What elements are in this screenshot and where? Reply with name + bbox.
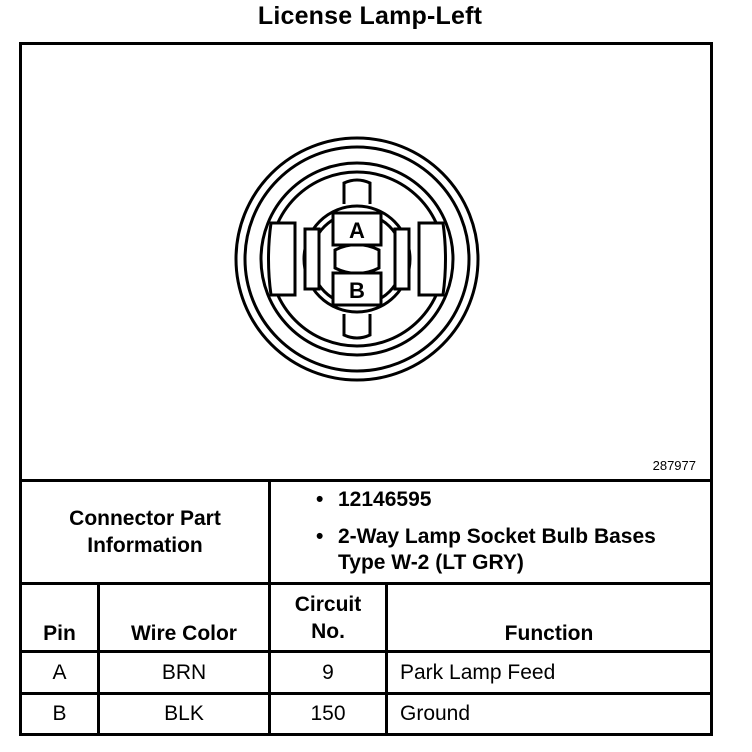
- bullet: •: [316, 488, 324, 511]
- page-title: License Lamp-Left: [257, 2, 483, 30]
- divider-pin: [97, 582, 100, 733]
- row-a-pin: A: [52, 660, 67, 684]
- right-guide: [393, 227, 411, 291]
- inner-ring: [259, 161, 455, 357]
- header-circuit-no: Circuit No.: [294, 592, 362, 643]
- terminal-b-label: B: [349, 278, 365, 303]
- divider-info: [22, 582, 710, 585]
- row-b-wire-color: BLK: [164, 702, 204, 725]
- connector-diagram: A B: [22, 45, 710, 479]
- connector-info-item: • 12146595: [287, 487, 697, 513]
- row-b-circuit: 150: [310, 702, 346, 725]
- top-key-tab: [342, 178, 372, 204]
- terminal-a-label: A: [349, 218, 365, 243]
- bullet: •: [316, 525, 324, 548]
- row-b-pin: B: [52, 702, 67, 725]
- divider-row-a: [22, 692, 710, 695]
- header-pin: Pin: [43, 621, 76, 645]
- terminal-b-box: [331, 271, 383, 307]
- connector-frame: A B 287977 Connector Part Information • …: [19, 42, 713, 736]
- divider-header: [22, 650, 710, 653]
- divider-circuit: [385, 582, 388, 733]
- connector-part-number: 12146595: [338, 488, 432, 511]
- connector-description: 2-Way Lamp Socket Bulb Bases Type W-2 (L…: [338, 525, 656, 574]
- divider-wire: [268, 582, 271, 733]
- row-a-function: Park Lamp Feed: [400, 660, 556, 684]
- connector-face-drawing: A B: [234, 136, 480, 382]
- bottom-key-tab: [342, 314, 372, 340]
- figure-number: 287977: [652, 458, 696, 473]
- outer-ring: [234, 136, 480, 382]
- row-a-circuit: 9: [322, 660, 334, 684]
- left-guide: [303, 227, 321, 291]
- row-a-wire-color: BRN: [161, 660, 207, 684]
- header-wire-color: Wire Color: [131, 621, 237, 645]
- terminal-a-box: [331, 211, 383, 247]
- divider-diagram: [22, 479, 710, 482]
- outer-ring-inner-edge: [243, 145, 471, 373]
- right-latch: [417, 221, 447, 297]
- center-contact: [333, 243, 381, 275]
- row-b-function: Ground: [400, 702, 471, 725]
- left-latch: [267, 221, 297, 297]
- divider-info-vertical: [268, 479, 271, 582]
- header-function: Function: [504, 621, 594, 645]
- connector-info-list: • 12146595 • 2-Way Lamp Socket Bulb Base…: [287, 487, 697, 576]
- connector-info-label: Connector Part Information: [69, 507, 221, 557]
- connector-info-item: • 2-Way Lamp Socket Bulb Bases Type W-2 …: [287, 524, 697, 576]
